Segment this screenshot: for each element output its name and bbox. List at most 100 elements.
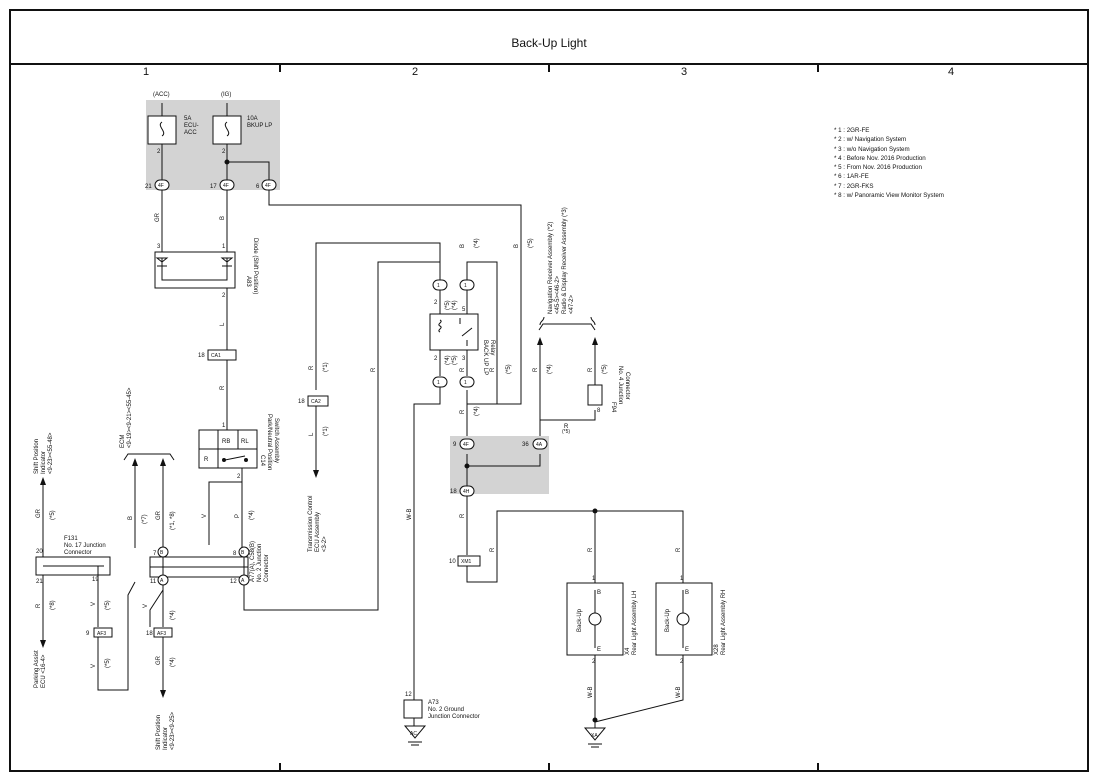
ground-junction-name2: Junction Connector [428, 714, 480, 720]
wire-color: B [128, 516, 134, 520]
connector-4F-21 [154, 179, 170, 191]
lamp-terminal: B [597, 590, 601, 596]
junction-block-shade [146, 100, 280, 190]
switch-terminal: RB [222, 439, 230, 445]
condition-label: (*5) [50, 510, 56, 520]
connector-label: AF3 [97, 631, 106, 637]
pin-label: 1 [680, 576, 684, 582]
note-item: * 1 : 2GR-FE [834, 127, 870, 134]
tcu-name2: ECU Assembly [315, 512, 321, 552]
relay-name2: Relay [489, 340, 495, 355]
wire-color: R [588, 367, 594, 372]
connector-label: A [241, 578, 245, 584]
junction-4-name2: Connector [624, 372, 630, 400]
connector-AF3-9 [93, 627, 113, 638]
arrow-up-icon [40, 477, 46, 485]
shift-indicator-name2: Indicator [41, 451, 47, 474]
wire-color: R [371, 367, 377, 372]
nav-receiver-name: Navigation Receiver Assembly (*2) [548, 222, 554, 314]
connector-4F-6 [261, 179, 277, 191]
switch-terminal: RL [241, 439, 249, 445]
connector-A-12 [238, 574, 250, 586]
pin-label: 18 [198, 353, 205, 359]
wire-color: R [676, 547, 682, 552]
note-item: * 6 : 1AR-FE [834, 173, 869, 181]
connector-label: B [241, 550, 245, 556]
connector-AF3-18 [153, 627, 173, 638]
fuse-ig-rating: 10A [247, 116, 258, 122]
ecm-ref: <9-19><9-21><55-45> [127, 387, 133, 448]
note-item: * 3 : w/o Navigation System [834, 145, 910, 153]
wire-color: R [309, 365, 315, 370]
pin-label: 8 [233, 551, 237, 557]
relay-pin-1b [459, 279, 475, 291]
wire-color: R [460, 409, 466, 414]
pin-label: 21 [145, 184, 152, 190]
condition-label: (*5) [105, 600, 111, 610]
pin-label: 9 [86, 631, 90, 637]
condition-label: (*4) [170, 657, 176, 667]
condition-notes: * 1 : 2GR-FE * 2 : w/ Navigation System … [834, 126, 944, 200]
connector-B-7 [157, 546, 169, 558]
wire-color: R [460, 367, 466, 372]
wire-color: V [91, 602, 97, 606]
pin-label: 3 [462, 356, 466, 362]
wire-color: GR [155, 212, 161, 222]
condition-label: (*5) [562, 429, 570, 435]
wire-color: GR [156, 655, 162, 665]
wire-color: R [533, 367, 539, 372]
condition-label: (*4) [474, 238, 480, 248]
condition-label: (*4) [547, 364, 553, 374]
pin-label: 19 [92, 577, 99, 583]
note-item: * 7 : 2GR-FKS [834, 182, 874, 190]
pin-label: 1 [222, 244, 226, 250]
ground-junction-name: No. 2 Ground [428, 707, 464, 713]
fuse-acc-name2: ACC [184, 130, 197, 136]
wire-color: R [36, 603, 42, 608]
condition-label: (*4) [452, 300, 458, 310]
radio-receiver-ref: <47-2> [569, 294, 575, 314]
condition-label: (*1) [323, 362, 329, 372]
shift-indicator-ref: <9-23><55-48> [48, 432, 54, 474]
wire-color: B [514, 244, 520, 248]
condition-label: (*5) [452, 355, 458, 365]
ground-label: XA [591, 733, 598, 739]
wire-color: V [143, 604, 149, 608]
connector-label: 1 [464, 380, 467, 386]
parking-assist-name2: ECU <16-4> [41, 654, 47, 688]
note-item: * 5 : From Nov. 2016 Production [834, 164, 922, 172]
ground-ac [403, 725, 427, 739]
pin-label: 18 [450, 489, 457, 495]
fuse-acc-source: (ACC) [153, 92, 170, 98]
pin-label: 2 [157, 149, 161, 155]
column-number-1: 1 [143, 66, 150, 78]
junction-17-id: F131 [64, 536, 78, 542]
condition-label: (*4) [170, 610, 176, 620]
pin-label: 21 [36, 579, 43, 585]
note-item: * 2 : w/ Navigation System [834, 136, 907, 144]
connector-label: XM1 [461, 559, 472, 565]
diode-id: A83 [245, 276, 251, 287]
pin-label: 12 [230, 579, 237, 585]
junction-2-name2: Connector [264, 554, 270, 582]
wire-color: L [220, 322, 226, 326]
relay-pin-1c [432, 376, 448, 388]
junction-17-name: No. 17 Junction [64, 543, 106, 549]
shift-indicator-ref: <9-23><9-25> [170, 711, 176, 750]
pin-label: 17 [210, 184, 217, 190]
pin-label: 1 [222, 423, 226, 429]
lamp-lh-id: X4 [625, 647, 631, 655]
ground-junction-a73 [403, 699, 423, 719]
connector-label: 1 [437, 380, 440, 386]
connector-XM1 [457, 555, 481, 567]
connector-label: CA1 [211, 353, 221, 359]
wire-color: GR [36, 508, 42, 518]
fuse-ig [212, 115, 242, 145]
backup-relay [429, 313, 479, 351]
switch-terminal: R [204, 457, 209, 463]
connector-B-8 [238, 546, 250, 558]
condition-label: (*5) [506, 364, 512, 374]
relay-name: BACK UP LP [482, 340, 488, 375]
connector-label: 4F [463, 442, 469, 448]
connector-label: 4F [265, 183, 271, 189]
